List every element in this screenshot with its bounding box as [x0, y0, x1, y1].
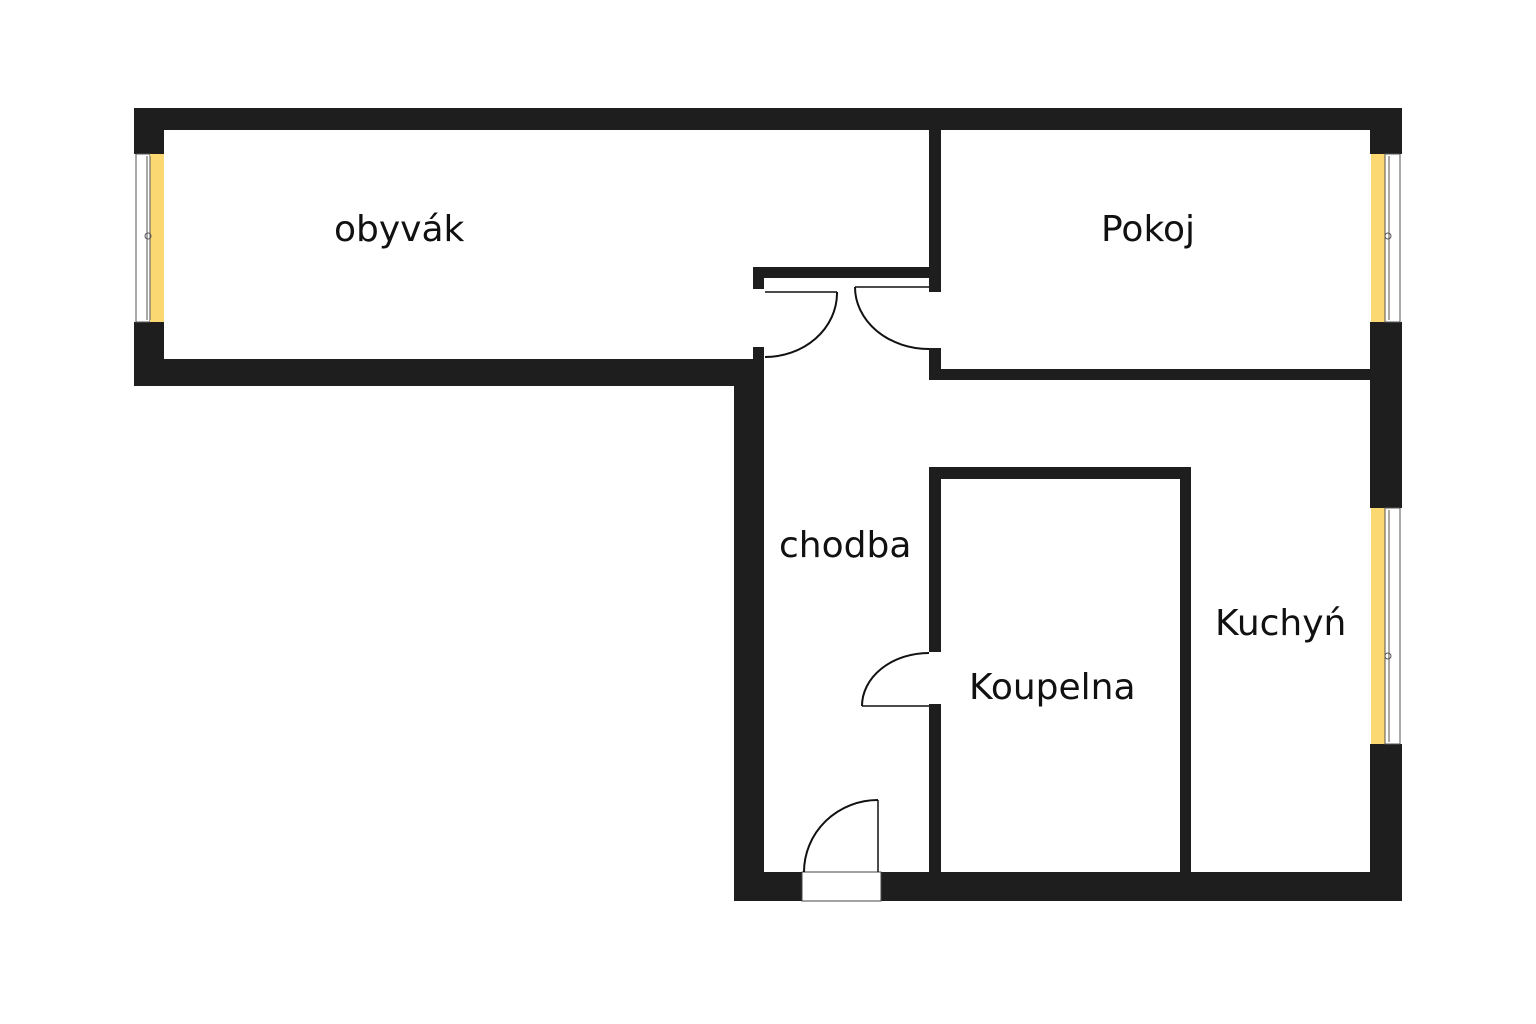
room-label-chodba: chodba	[779, 525, 911, 566]
door-entrance[interactable]	[801, 799, 882, 902]
wall-obyvak-pokoj	[929, 128, 941, 292]
wall-chodba-left	[734, 359, 764, 901]
wall-koupelna-left-upper	[929, 467, 941, 652]
wall-pokoj-bottom	[929, 369, 1370, 380]
window-handle-icon	[1384, 232, 1392, 240]
wall-bottom-right	[881, 872, 1402, 901]
walls	[134, 108, 1402, 901]
wall-bottom-left	[734, 872, 802, 901]
room-label-koupelna: Koupelna	[969, 667, 1136, 708]
room-label-obyvak: obyvák	[334, 209, 465, 250]
window-sill	[1371, 508, 1385, 744]
wall-right-lower	[1370, 744, 1402, 901]
wall-hall-top	[753, 267, 941, 278]
window-kuchyn	[1371, 507, 1401, 745]
wall-obyvak-bottom	[134, 359, 764, 386]
door-threshold	[801, 871, 882, 902]
inner-walls	[753, 128, 1370, 874]
window-sill	[150, 154, 164, 322]
window-sill	[1371, 154, 1385, 322]
door-obyvak[interactable]	[764, 291, 838, 358]
room-label-pokoj: Pokoj	[1101, 209, 1195, 250]
room-label-kuchyn: Kuchyń	[1215, 603, 1346, 644]
door-pokoj[interactable]	[854, 286, 930, 350]
wall-stub-obyvak-door	[753, 347, 764, 361]
wall-right-middle	[1370, 322, 1402, 508]
door-swing-arc	[854, 286, 930, 350]
door-swing-arc	[764, 292, 838, 358]
door-swing-arc	[861, 652, 930, 707]
wall-koupelna-right	[1180, 467, 1191, 874]
door-swing-arc	[803, 799, 879, 873]
wall-left-upper	[134, 108, 164, 154]
window-obyvak	[135, 153, 164, 323]
wall-right-top	[1370, 108, 1402, 154]
window-handle-icon	[1384, 652, 1392, 660]
wall-top	[134, 108, 1402, 130]
wall-koupelna-left-lower	[929, 704, 941, 874]
window-pokoj	[1371, 153, 1401, 323]
window-handle-icon	[144, 232, 152, 240]
wall-hall-top-left-stub	[753, 267, 764, 289]
wall-koupelna-top	[929, 467, 1191, 479]
door-koupelna[interactable]	[861, 652, 930, 707]
